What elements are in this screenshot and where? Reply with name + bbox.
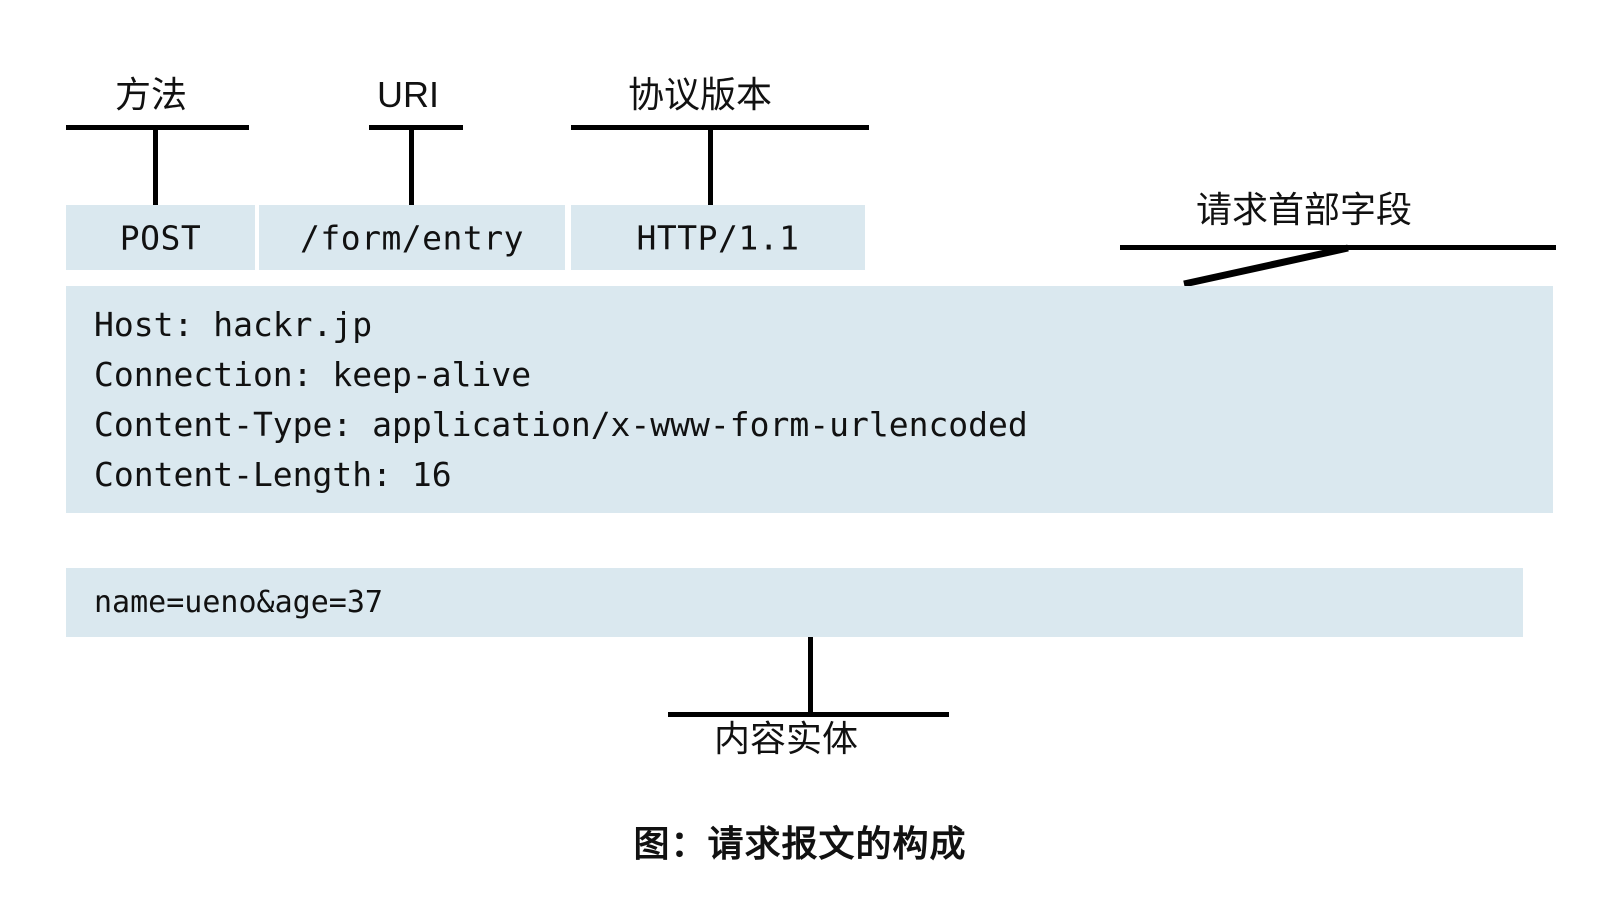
uri-leader-bar [369,125,463,130]
request-line-cell-method: POST [66,205,255,270]
request-header-block: Host: hackr.jp Connection: keep-alive Co… [66,286,1553,513]
entity-leader-stem [808,637,813,716]
annotation-entity-body: 内容实体 [714,718,859,759]
request-header-lines: Host: hackr.jp Connection: keep-alive Co… [94,305,1028,494]
request-body-block: name=ueno&age=37 [66,568,1523,637]
version-leader-stem [708,125,713,207]
figure-caption: 图：请求报文的构成 [633,823,967,864]
version-leader-bar [571,125,869,130]
annotation-uri: URI [377,74,439,115]
version-value: HTTP/1.1 [636,218,800,257]
uri-leader-stem [409,125,414,207]
header-leader-diagonal [1183,244,1349,288]
request-body-value: name=ueno&age=37 [94,584,383,620]
annotation-method: 方法 [115,74,188,115]
method-leader-stem [153,125,158,207]
request-line-cell-version: HTTP/1.1 [571,205,865,270]
uri-value: /form/entry [299,218,525,257]
annotation-protocol-version: 协议版本 [628,74,773,115]
request-line-cell-uri: /form/entry [259,205,565,270]
method-value: POST [119,218,202,257]
annotation-request-header-fields: 请求首部字段 [1196,189,1413,230]
entity-leader-bar [668,712,949,717]
